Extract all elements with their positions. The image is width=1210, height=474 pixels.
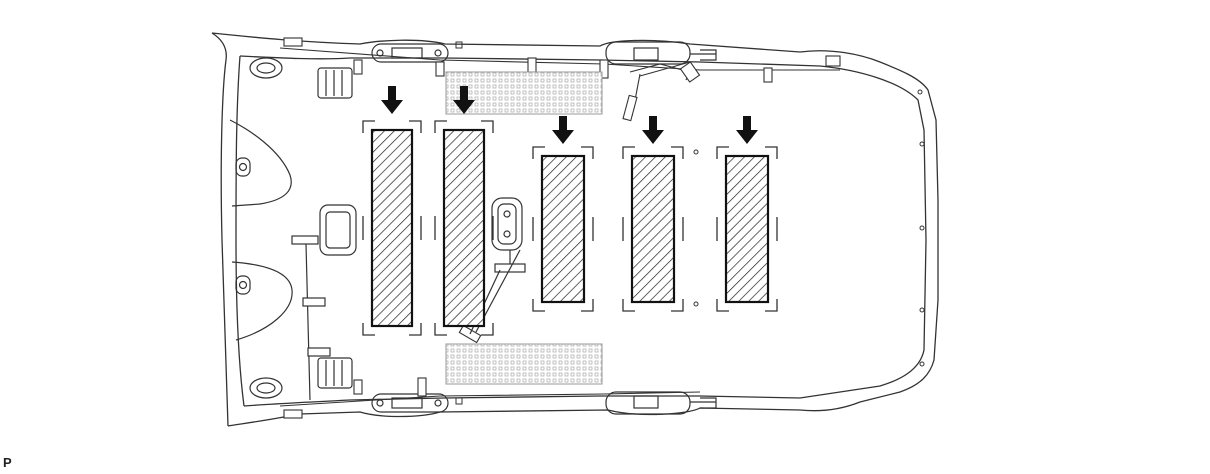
pad-bracket (434, 120, 494, 336)
hatched-pad-icon (532, 146, 594, 312)
pad-rect (630, 154, 676, 304)
dot-grid-panel-top (445, 71, 603, 115)
down-arrow-icon (552, 116, 574, 144)
rear-trim-left (229, 57, 293, 399)
pad-rect (370, 128, 414, 328)
down-arrow-icon (381, 86, 403, 114)
hatched-pad-icon (716, 146, 778, 312)
hatched-pad-icon (362, 120, 422, 336)
pad-bracket (362, 120, 422, 336)
down-arrow-icon (453, 86, 475, 114)
pad-bracket (622, 146, 684, 312)
sunvisor-clip-icon (605, 41, 717, 65)
arrows (381, 86, 758, 144)
down-arrow-icon (736, 116, 758, 144)
pad-bracket (716, 146, 778, 312)
pad-bracket (532, 146, 594, 312)
hatched-pad-icon (434, 120, 494, 336)
headliner-pads (362, 120, 778, 336)
sunvisor-clip-icon (605, 391, 717, 415)
harness-clips (283, 37, 841, 419)
rear-housing-top (317, 67, 353, 99)
headliner-outline (211, 32, 939, 427)
rear-console (291, 204, 357, 401)
screw-holes (455, 41, 925, 405)
pad-rect (540, 154, 586, 304)
dot-grid-panel-bottom (445, 343, 603, 385)
hatched-pad-icon (622, 146, 684, 312)
down-arrow-icon (642, 116, 664, 144)
corner-mark: P (3, 455, 12, 470)
pad-rect (724, 154, 770, 304)
rear-housing-bottom (317, 357, 353, 389)
pad-rect (442, 128, 486, 328)
